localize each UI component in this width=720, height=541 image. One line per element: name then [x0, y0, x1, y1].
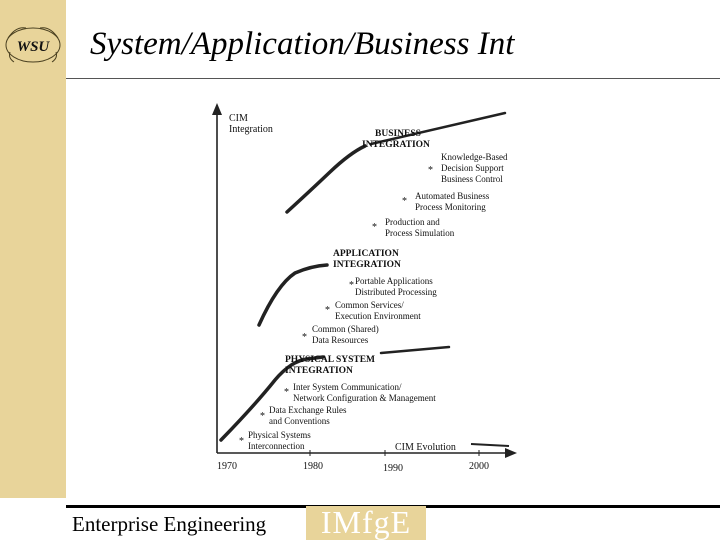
item-bullet: * [302, 332, 307, 343]
x-axis-label: CIM Evolution [395, 442, 456, 453]
y-axis-label-line-1: CIM [229, 113, 248, 124]
phase-title: INTEGRATION [362, 140, 430, 150]
year-label: 1990 [383, 463, 403, 474]
phase-title: PHYSICAL SYSTEM [285, 355, 375, 365]
item-label: Portable Applications [355, 276, 433, 286]
svg-text:WSU: WSU [17, 39, 51, 55]
item-label: Production and [385, 217, 440, 227]
item-label: Automated Business [415, 191, 490, 201]
item-bullet: * [349, 280, 354, 291]
cim-evolution-diagram: CIM Integration CIM Evolution 1970 1980 … [212, 103, 517, 474]
business-integration-curve [285, 144, 367, 214]
item-label: Decision Support [441, 163, 504, 173]
item-bullet: * [239, 436, 244, 447]
physical-system-integration-curve [219, 355, 325, 442]
business-integration-continuation [369, 111, 507, 146]
sidebar-band: WSU [0, 0, 66, 540]
item-bullet: * [260, 411, 265, 422]
imfge-logo-text: IMfgE [320, 504, 412, 540]
year-label: 2000 [469, 461, 489, 472]
item-bullet: * [428, 165, 433, 176]
year-label: 1970 [217, 461, 237, 472]
item-label: Common Services/ [335, 300, 404, 310]
item-label: Process Monitoring [415, 202, 486, 212]
item-label: Execution Environment [335, 311, 421, 321]
y-axis-arrowhead [212, 103, 222, 115]
y-axis-label-line-2: Integration [229, 124, 273, 135]
item-label: Common (Shared) [312, 324, 379, 334]
item-bullet: * [402, 196, 407, 207]
item-bullet: * [372, 222, 377, 233]
year-label: 1980 [303, 461, 323, 472]
item-label: Knowledge-Based [441, 152, 508, 162]
item-label: Data Exchange Rules [269, 405, 347, 415]
item-label: Inter System Communication/ [293, 382, 402, 392]
item-label: Business Control [441, 174, 503, 184]
item-bullet: * [325, 305, 330, 316]
phase-title: INTEGRATION [285, 366, 353, 376]
phase-title: INTEGRATION [333, 260, 401, 270]
wsu-logo: WSU [5, 27, 61, 63]
imfge-logo: IMfgE [306, 504, 426, 540]
item-label: Data Resources [312, 335, 369, 345]
item-label: Process Simulation [385, 228, 455, 238]
application-integration-curve [257, 263, 329, 327]
physical-system-integration-continuation [379, 345, 451, 355]
phase-title: BUSINESS [375, 129, 421, 139]
item-label: Network Configuration & Management [293, 393, 436, 403]
phase-title: APPLICATION [333, 249, 399, 259]
item-label: Physical Systems [248, 430, 311, 440]
item-bullet: * [284, 387, 289, 398]
x-axis-arrowhead [505, 448, 517, 458]
footer-text: Enterprise Engineering [72, 512, 267, 536]
slide-title: System/Application/Business Int [90, 26, 515, 62]
item-label: and Conventions [269, 416, 330, 426]
item-label: Interconnection [248, 441, 305, 451]
item-label: Distributed Processing [355, 287, 437, 297]
title-divider [66, 78, 720, 79]
cim-evolution-arrow [470, 443, 510, 447]
